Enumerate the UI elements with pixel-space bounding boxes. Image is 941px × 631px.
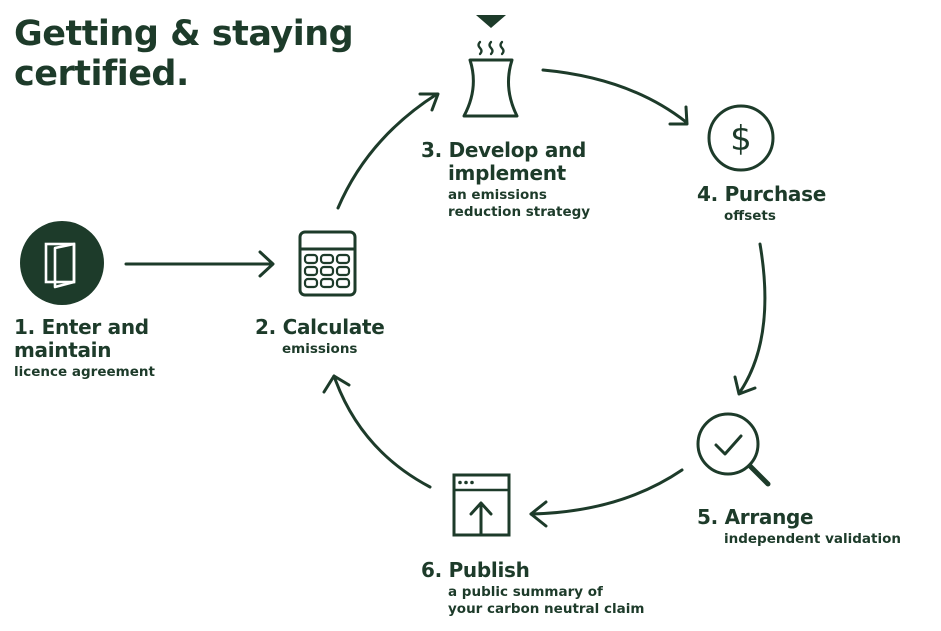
arrow-2-to-3 [336,92,439,210]
step-3-title-line-1: 3. Develop and [421,138,586,162]
step-3-subtitle: an emissions reduction strategy [448,187,590,221]
arrow-6-to-2 [332,374,432,489]
arrow-5-to-6-head [529,500,548,528]
calculator-icon [298,230,357,297]
step-4-title: 4. Purchase [697,183,826,206]
step-1-subtitle-line-1: licence agreement [14,364,155,380]
arrow-4-to-5-head [733,375,757,396]
step-3-title-line-2: implement [448,161,566,185]
step-3-title: 3. Develop and implement [421,139,590,185]
step-6-title: 6. Publish [421,559,644,582]
dollar-coin-icon: $ [707,104,775,172]
step-3-develop-and-implement: 3. Develop and implement an emissions re… [421,139,590,221]
step-4-subtitle: offsets [724,208,826,225]
step-6-subtitle-line-1: a public summary of [448,584,603,600]
cooling-tower-icon [462,15,519,118]
step-6-subtitle: a public summary of your carbon neutral … [448,584,644,618]
page-title-line-1: Getting & staying [14,14,354,54]
step-5-title: 5. Arrange [697,506,901,529]
step-1-subtitle: licence agreement [14,364,155,381]
step-6-title-line-1: 6. Publish [421,558,530,582]
step-2-title-line-1: 2. Calculate [255,315,385,339]
step-2-calculate: 2. Calculate emissions [255,315,385,358]
step-2-subtitle-line-1: emissions [282,341,358,357]
step-5-title-line-1: 5. Arrange [697,505,814,529]
step-5-subtitle-line-1: independent validation [724,531,901,547]
step-1-title-line-2: maintain [14,338,112,362]
step-4-subtitle-line-1: offsets [724,208,776,224]
arrow-6-to-2-head [322,374,351,394]
browser-upload-icon [452,473,511,537]
arrow-3-to-4 [541,68,688,124]
page-title-line-2: certified. [14,54,189,94]
step-2-subtitle: emissions [282,341,384,358]
step-4-purchase: 4. Purchase offsets [697,183,826,225]
step-3-subtitle-line-2: reduction strategy [448,204,591,220]
step-6-publish: 6. Publish a public summary of your carb… [421,559,644,618]
step-1-title: 1. Enter and maintain [14,316,155,362]
step-6-subtitle-line-2: your carbon neutral claim [448,601,645,617]
arrow-4-to-5 [738,242,767,394]
svg-text:$: $ [730,119,752,159]
arrow-5-to-6 [529,468,684,516]
step-1-enter-and-maintain: 1. Enter and maintain licence agreement [14,316,155,381]
step-2-title: 2. Calculate [255,315,385,339]
step-5-subtitle: independent validation [724,531,901,548]
step-5-arrange: 5. Arrange independent validation [697,506,901,548]
arrow-3-to-4-head [668,105,689,126]
door-icon [20,221,104,305]
step-3-subtitle-line-1: an emissions [448,187,547,203]
arrow-1-to-2-head [258,250,275,278]
arrow-2-to-3-head [418,92,440,112]
magnifier-check-icon [696,412,771,487]
step-1-title-line-1: 1. Enter and [14,315,149,339]
step-4-title-line-1: 4. Purchase [697,182,826,206]
page-title: Getting & staying certified. [14,14,354,94]
